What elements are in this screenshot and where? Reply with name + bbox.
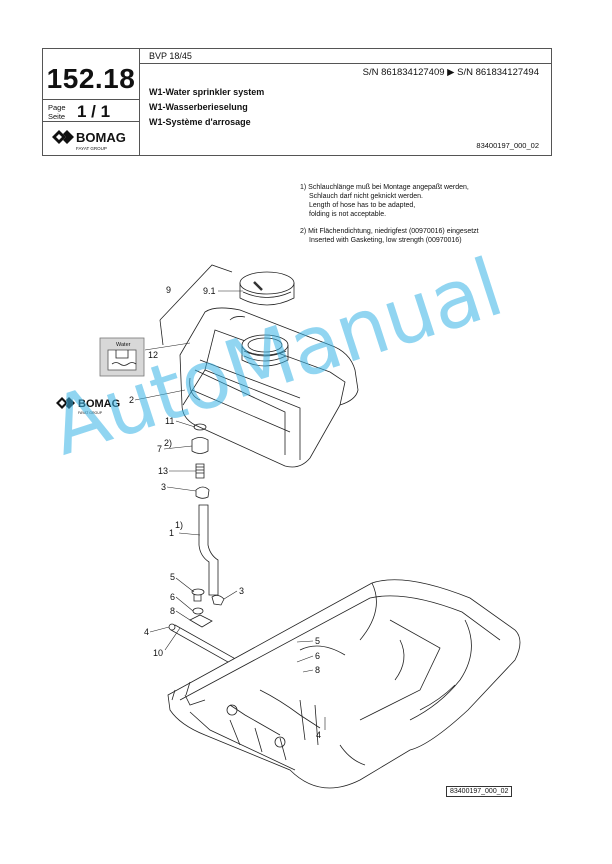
- decal-label: Water: [116, 342, 131, 348]
- note-1-line-2: Schlauch darf nicht geknickt werden.: [309, 193, 424, 200]
- base-plate: [167, 579, 521, 789]
- page-value: 1 / 1: [77, 102, 111, 121]
- callout-2: 2: [129, 395, 134, 405]
- header-divider-left-2: [43, 121, 139, 122]
- callout-9-1: 9.1: [203, 286, 216, 296]
- page-number: 152.18: [46, 63, 136, 94]
- callout-4-right: 4: [316, 730, 321, 740]
- callout-10: 10: [153, 648, 163, 658]
- strap-outline: [159, 264, 233, 321]
- callout-3-top: 3: [161, 482, 166, 492]
- bomag-diamond-icon: [52, 130, 74, 144]
- footer-doc-ref: 83400197_000_02: [446, 786, 513, 797]
- header-doc-ref: 83400197_000_02: [476, 141, 539, 150]
- callout-9: 9: [166, 285, 171, 295]
- water-decal: [99, 337, 145, 377]
- callout-6-left: 6: [170, 592, 175, 602]
- tank-brand-name: BOMAG: [78, 398, 120, 410]
- callout-7: 7: [157, 444, 162, 454]
- page-label-de: Page: [48, 103, 66, 112]
- callout-13: 13: [158, 466, 168, 476]
- note-1-line-4: folding is not acceptable.: [309, 211, 387, 218]
- left-mount-hardware: [168, 588, 225, 631]
- callout-4-left: 4: [144, 627, 149, 637]
- page-label-en: Seite: [48, 112, 66, 121]
- note-1-line-1: 1) Schlauchlänge muß bei Montage angepaß…: [300, 184, 469, 191]
- header-divider-vertical: [139, 49, 140, 155]
- callout-1-note: 1): [175, 520, 183, 530]
- page-label: Page Seite: [48, 103, 66, 121]
- header-table: 152.18 Page Seite 1 / 1 BOMAG FAYAT GROU…: [42, 48, 552, 156]
- water-tank: [179, 307, 359, 468]
- brand-sub: FAYAT GROUP: [76, 146, 107, 151]
- callout-8-right: 8: [315, 665, 320, 675]
- note-2-line-2: Inserted with Gasketing, low strength (0…: [309, 237, 462, 244]
- callout-6-right: 6: [315, 651, 320, 661]
- callout-5-left: 5: [170, 572, 175, 582]
- callout-12: 12: [148, 350, 158, 360]
- tank-brand-sub: FAYAT GROUP: [78, 411, 103, 415]
- callout-1: 1: [169, 528, 174, 538]
- header-divider-left-1: [43, 99, 139, 100]
- note-2-line-1: 2) Mit Flächendichtung, niedrigfest (009…: [300, 228, 479, 235]
- header-divider-horizontal: [139, 63, 551, 64]
- assembly-notes: 1) Schlauchlänge muß bei Montage angepaß…: [300, 183, 479, 245]
- bomag-logo: BOMAG FAYAT GROUP: [52, 130, 126, 151]
- serial-range: S/N 861834127409 ▶ S/N 861834127494: [362, 67, 539, 78]
- title-fr: W1-Système d'arrosage: [149, 117, 251, 127]
- tank-brand-logo: BOMAG FAYAT GROUP: [56, 397, 120, 415]
- brand-name: BOMAG: [76, 130, 126, 145]
- fitting-stack: [191, 423, 210, 499]
- callout-leaders: [134, 290, 326, 730]
- callout-7-note: 2): [164, 438, 172, 448]
- model-name: BVP 18/45: [149, 51, 192, 61]
- tank-cap: [239, 271, 295, 306]
- callout-8-left: 8: [170, 606, 175, 616]
- callout-5-right: 5: [315, 636, 320, 646]
- hose: [198, 504, 219, 596]
- callout-3-right: 3: [239, 586, 244, 596]
- callouts: 9 9.1 12 2 11 7 2) 13 3 1 1) 5 6 8 3 4 1…: [129, 285, 321, 740]
- title-de: W1-Wasserberieselung: [149, 102, 248, 112]
- title-en: W1-Water sprinkler system: [149, 87, 265, 97]
- callout-11: 11: [165, 416, 174, 426]
- note-1-line-3: Length of hose has to be adapted,: [309, 202, 416, 209]
